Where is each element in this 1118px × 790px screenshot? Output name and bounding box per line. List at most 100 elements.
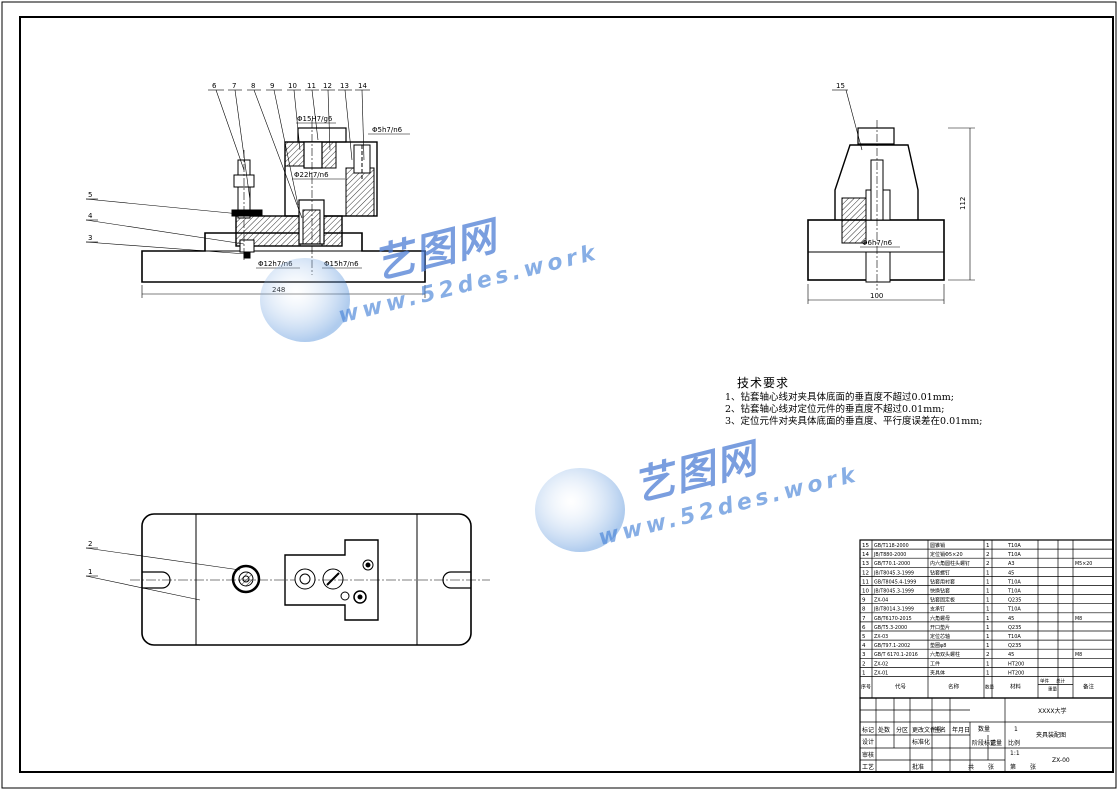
bom-row-name: 定位芯轴 — [930, 633, 950, 640]
bom-header-material: 材料 — [1010, 683, 1022, 691]
weight-label: 重量 — [990, 739, 1002, 747]
bom-header-name: 名称 — [948, 683, 960, 691]
bom-row-qty: 1 — [986, 634, 990, 640]
fit-label: Φ6h7/n6 — [862, 239, 893, 247]
bom-row-qty: 1 — [986, 670, 990, 676]
bom-row-code: ZX-03 — [874, 634, 888, 640]
bom-row-qty: 1 — [986, 616, 990, 622]
bom-header-unit-weight: 单件 — [1040, 678, 1049, 685]
bom-row-material: T10A — [1007, 589, 1021, 595]
bom-header-total-weight: 总计 — [1056, 678, 1065, 685]
drawing-name: 夹具装配图 — [1036, 731, 1066, 739]
bom-row-material: Q235 — [1008, 625, 1021, 631]
title-block-row: 批准 — [912, 763, 924, 771]
bom-row-number: 4 — [862, 643, 866, 649]
bom-row-qty: 1 — [986, 607, 990, 613]
bom-row-material: T10A — [1007, 579, 1021, 585]
bom-row-number: 11 — [862, 579, 869, 585]
bom-row-name: 快换钻套 — [930, 588, 950, 595]
bom-row-qty: 2 — [986, 652, 990, 658]
bom-row-code: ZX-01 — [874, 670, 888, 676]
balloon-5: 5 — [88, 191, 92, 199]
bom-row-code: JB/T880-2000 — [873, 552, 906, 558]
side-view — [807, 89, 975, 304]
top-view — [85, 513, 490, 646]
title-block — [859, 697, 1114, 773]
bom-row-material: HT200 — [1008, 670, 1024, 676]
balloon-11: 11 — [307, 82, 316, 90]
title-block-row: 标记 — [862, 726, 874, 734]
bom-row-material: T10A — [1007, 543, 1021, 549]
technical-requirements: 技术要求 1、钻套轴心线对夹具体底面的垂直度不超过0.01mm; 2、钻套轴心线… — [725, 377, 982, 428]
watermark-logo — [260, 258, 625, 552]
bom-row-name: 工件 — [930, 660, 940, 667]
bom-row-code: JB/T8045.3-1999 — [873, 589, 914, 595]
title-block-text: XXXX大学 夹具装配图 ZX-00 数量 1 阶段标记 重量 比例 1:1 标… — [862, 707, 1070, 771]
bom-row-number: 10 — [862, 589, 869, 595]
school-name: XXXX大学 — [1038, 707, 1066, 715]
fit-label: Φ15h7/n6 — [324, 260, 359, 268]
sheet-label: 张 — [1030, 763, 1036, 771]
bom-row-number: 13 — [862, 561, 869, 567]
bom-row-qty: 1 — [986, 643, 990, 649]
height-dimension: 112 — [959, 197, 967, 210]
balloon-12: 12 — [323, 82, 332, 90]
bom-row-material: T10A — [1007, 634, 1021, 640]
bom-row-name: 开口垫片 — [930, 624, 950, 631]
stage-label: 阶段标记 — [972, 739, 996, 747]
fit-label: Φ22h7/n6 — [294, 171, 329, 179]
qty-value: 1 — [1014, 726, 1018, 733]
bom-row-material: 45 — [1008, 652, 1014, 658]
bom-row-number: 15 — [862, 543, 869, 549]
bom-row-qty: 1 — [986, 589, 990, 595]
requirement-item: 1、钻套轴心线对夹具体底面的垂直度不超过0.01mm; — [725, 392, 954, 403]
bom-row-name: 六角螺母 — [930, 615, 950, 622]
balloon-6: 6 — [212, 82, 217, 90]
bom-row-name: 钻套固定板 — [930, 597, 955, 604]
bom-row-qty: 1 — [986, 598, 990, 604]
requirement-item: 2、钻套轴心线对定位元件的垂直度不超过0.01mm; — [725, 404, 945, 415]
title-block-row: 分区 — [896, 726, 908, 734]
drawing-number: ZX-00 — [1052, 757, 1070, 764]
bom-row-name: 钻套螺钉 — [930, 569, 950, 576]
bom-row-name: 内六角圆柱头螺钉 — [930, 560, 970, 567]
bom-row-material: 45 — [1008, 616, 1014, 622]
bom-row-qty: 2 — [986, 561, 990, 567]
requirements-title: 技术要求 — [737, 376, 790, 390]
scale-label: 比例 — [1008, 739, 1020, 747]
bom-row-number: 12 — [862, 570, 869, 576]
bom-row-qty: 1 — [986, 579, 990, 585]
bom-row-material: Q235 — [1008, 598, 1021, 604]
bom-row-code: GB/T97.1-2002 — [874, 643, 910, 649]
qty-label: 数量 — [978, 725, 990, 733]
bom-row-qty: 1 — [986, 570, 990, 576]
fit-label: Φ12h7/n6 — [258, 260, 293, 268]
fit-label: Φ15H7/g6 — [297, 115, 333, 123]
bom-row-code: JB/T8045.3-1999 — [873, 570, 914, 576]
bom-row-number: 14 — [862, 552, 869, 558]
bom-row-material: T10A — [1007, 552, 1021, 558]
balloon-2: 2 — [88, 540, 92, 548]
bom-header-qty: 数量 — [985, 684, 994, 691]
bom-row-name: 六角双头螺柱 — [930, 651, 960, 658]
bom-row-note: M5×20 — [1075, 561, 1092, 567]
bom-row-number: 6 — [862, 625, 866, 631]
bom-row-code: ZX-04 — [874, 598, 888, 604]
balloon-13: 13 — [340, 82, 349, 90]
bom-row-code: GB/T 6170.1-2016 — [874, 652, 918, 658]
bom-row-qty: 2 — [986, 552, 990, 558]
bom-row-number: 3 — [862, 652, 866, 658]
balloon-8: 8 — [251, 82, 255, 90]
bom-row-number: 5 — [862, 634, 866, 640]
bom-row-name: 垫圈φ8 — [930, 642, 946, 649]
bom-row-number: 9 — [862, 598, 866, 604]
title-block-row: 签名 — [934, 726, 946, 734]
bom-row-name: 夹具体 — [930, 669, 945, 676]
bom-row-number: 7 — [862, 616, 866, 622]
bom-row-code: GB/T70.1-2000 — [874, 561, 910, 567]
bom-row-qty: 1 — [986, 625, 990, 631]
bom-row-code: ZX-02 — [874, 661, 888, 667]
